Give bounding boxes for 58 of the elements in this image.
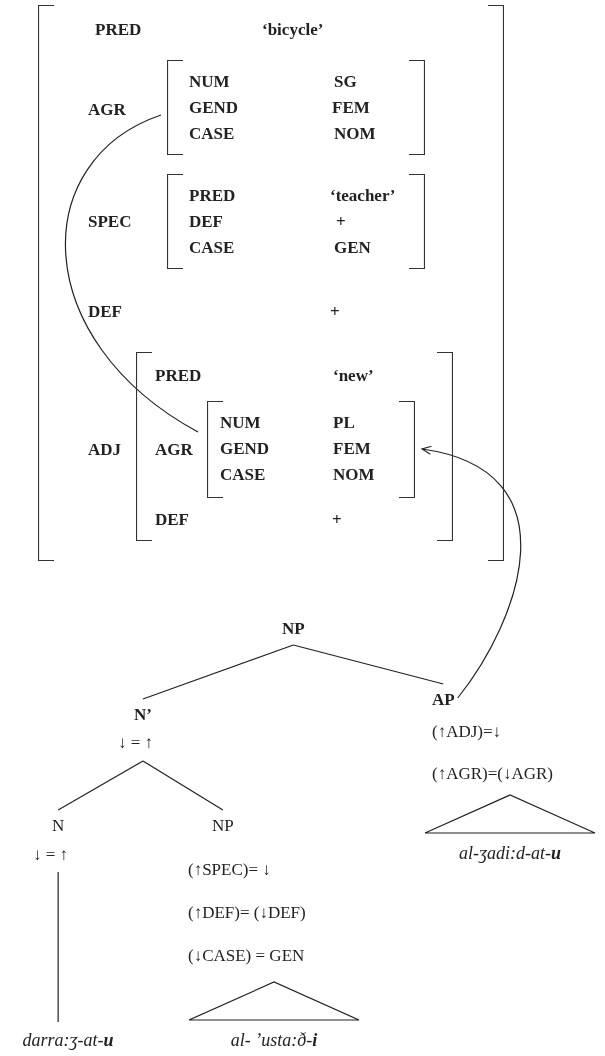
- feature-name: GEND: [189, 98, 239, 118]
- tree-branch: [57, 871, 59, 1023]
- feature-value: ‘teacher’: [330, 186, 396, 206]
- annotation: (↓CASE) = GEN: [188, 946, 305, 966]
- feature-value: ‘new’: [333, 366, 374, 386]
- feature-name: CASE: [220, 465, 266, 485]
- feature-matrix: [38, 5, 504, 561]
- feature-value: ‘bicycle’: [262, 20, 324, 40]
- word-form: darra:ʒ-at-u: [22, 1029, 114, 1052]
- annotation: ↓ = ↑: [33, 845, 69, 865]
- feature-matrix: [207, 401, 415, 498]
- feature-name: DEF: [155, 510, 189, 530]
- tree-branch: [292, 644, 444, 685]
- annotation: (↑AGR)=(↓AGR): [432, 764, 554, 784]
- feature-name: PRED: [95, 20, 142, 40]
- category-label: NP: [282, 619, 305, 639]
- tree-branch: [57, 760, 144, 811]
- attribute-label: AGR: [155, 440, 193, 460]
- subtree-triangle: [424, 793, 596, 865]
- attribute-label: AGR: [88, 100, 126, 120]
- annotation: (↑ADJ)=↓: [432, 722, 502, 742]
- feature-value: +: [332, 510, 342, 530]
- feature-name: CASE: [189, 238, 235, 258]
- category-label: AP: [432, 690, 455, 710]
- arrow: [421, 446, 522, 699]
- annotation: (↑SPEC)= ↓: [188, 860, 271, 880]
- word-form: al- ’usta:ð-i: [230, 1029, 318, 1052]
- feature-value: PL: [333, 413, 355, 433]
- feature-value: GEN: [334, 238, 371, 258]
- feature-matrix: [167, 174, 425, 269]
- word-form: al-ʒadi:d-at-u: [459, 842, 561, 865]
- feature-name: DEF: [189, 212, 223, 232]
- category-label: N’: [134, 705, 152, 725]
- annotation: (↑DEF)= (↓DEF): [188, 903, 306, 923]
- feature-matrix: [167, 60, 425, 155]
- feature-value: NOM: [333, 465, 375, 485]
- category-label: N: [52, 816, 65, 836]
- feature-name: NUM: [189, 72, 230, 92]
- feature-value: FEM: [333, 439, 371, 459]
- feature-name: GEND: [220, 439, 270, 459]
- feature-value: +: [336, 212, 346, 232]
- feature-value: SG: [334, 72, 357, 92]
- category-label: NP: [212, 816, 234, 836]
- feature-name: DEF: [88, 302, 122, 322]
- feature-name: CASE: [189, 124, 235, 144]
- attribute-label: SPEC: [88, 212, 132, 232]
- annotation: ↓ = ↑: [118, 733, 154, 753]
- feature-name: PRED: [189, 186, 236, 206]
- tree-branch: [142, 760, 224, 811]
- attribute-label: ADJ: [88, 440, 122, 460]
- feature-value: NOM: [334, 124, 376, 144]
- feature-value: +: [330, 302, 340, 322]
- tree-branch: [142, 644, 294, 700]
- feature-name: NUM: [220, 413, 261, 433]
- feature-name: PRED: [155, 366, 202, 386]
- tree-branch: [65, 114, 199, 433]
- feature-value: FEM: [332, 98, 370, 118]
- feature-matrix: [136, 352, 453, 541]
